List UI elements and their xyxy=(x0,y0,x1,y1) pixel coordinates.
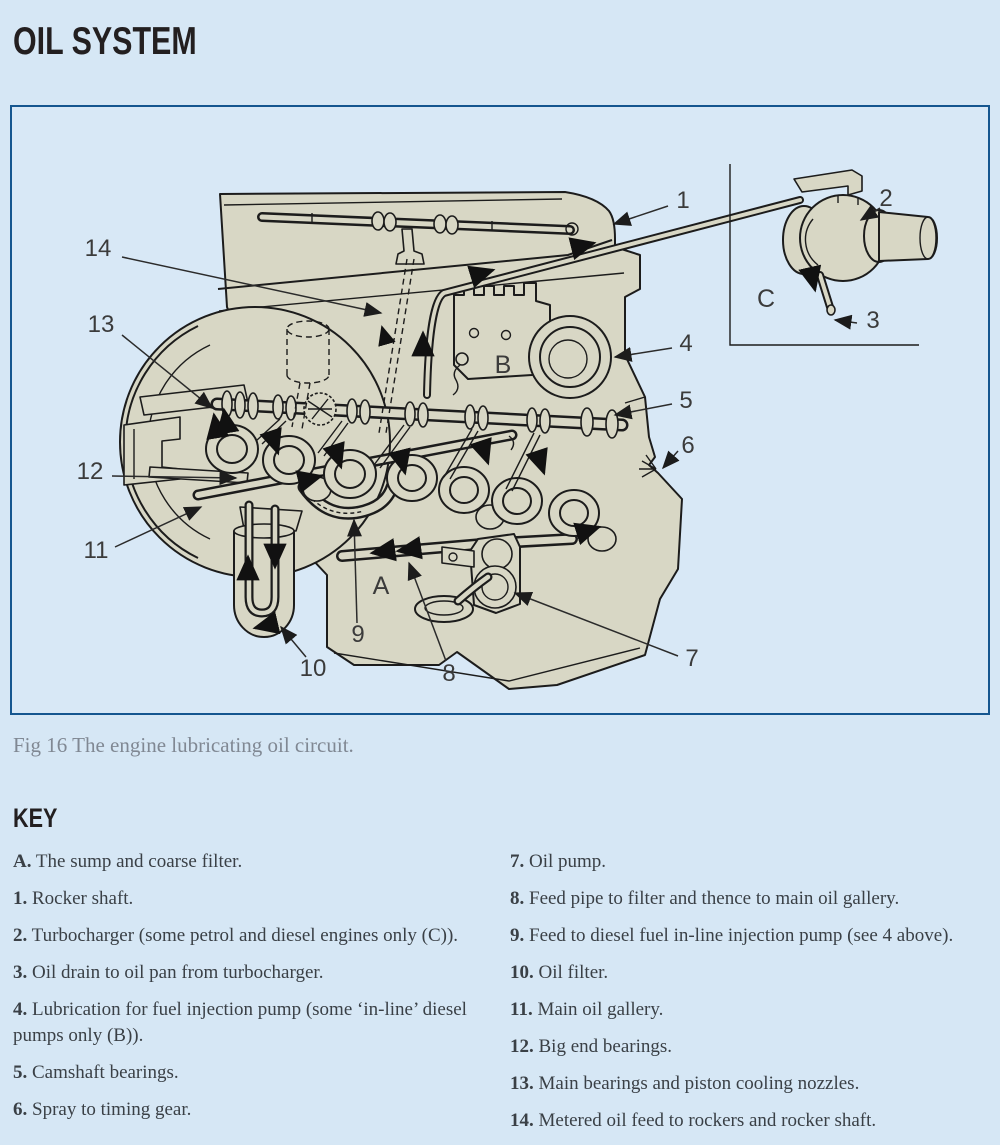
key-item: 11. Main oil gallery. xyxy=(510,997,988,1023)
key-item-num: 5. xyxy=(13,1062,28,1083)
engine-oil-circuit-illustration: 1 2 3 4 5 6 7 8 9 10 11 12 13 14 A B C xyxy=(77,164,938,690)
key-item: A. The sump and coarse filter. xyxy=(13,849,503,875)
key-item: 12. Big end bearings. xyxy=(510,1034,988,1060)
key-item: 6. Spray to timing gear. xyxy=(13,1097,503,1123)
key-item: 9. Feed to diesel fuel in-line injection… xyxy=(510,923,988,949)
label-A: A xyxy=(373,572,390,600)
oil-filter xyxy=(233,500,303,638)
key-item-text: The sump and coarse filter. xyxy=(35,851,243,872)
callout-10: 10 xyxy=(300,655,327,682)
piston-outline xyxy=(286,320,330,430)
key-item-text: Oil drain to oil pan from turbocharger. xyxy=(32,962,324,983)
key-item-num: 13. xyxy=(510,1073,534,1094)
key-item: 13. Main bearings and piston cooling noz… xyxy=(510,1071,988,1097)
key-item-num: 7. xyxy=(510,851,525,872)
key-item-text: Oil pump. xyxy=(529,851,607,872)
key-item: 8. Feed pipe to filter and thence to mai… xyxy=(510,886,988,912)
key-item-num: A. xyxy=(13,851,32,872)
key-item-num: 6. xyxy=(13,1099,28,1120)
turbocharger xyxy=(729,164,938,346)
key-item: 4. Lubrication for fuel injection pump (… xyxy=(13,997,503,1049)
callout-5: 5 xyxy=(679,387,692,414)
key-item-text: Big end bearings. xyxy=(538,1036,673,1057)
callout-12: 12 xyxy=(77,458,104,485)
camshaft xyxy=(210,390,629,439)
key-item: 14. Metered oil feed to rockers and rock… xyxy=(510,1108,988,1134)
key-item-num: 2. xyxy=(13,925,28,946)
key-item-text: Camshaft bearings. xyxy=(32,1062,179,1083)
key-item: 5. Camshaft bearings. xyxy=(13,1060,503,1086)
callout-11: 11 xyxy=(84,537,109,564)
callout-7: 7 xyxy=(685,645,698,672)
callout-9: 9 xyxy=(351,621,364,648)
key-item-num: 12. xyxy=(510,1036,534,1057)
callout-13: 13 xyxy=(88,311,115,338)
key-column-right: 7. Oil pump. 8. Feed pipe to filter and … xyxy=(510,849,988,1145)
key-heading: KEY xyxy=(13,803,58,833)
callout-lines xyxy=(111,204,881,662)
flow-arrows xyxy=(206,237,822,635)
callout-14: 14 xyxy=(85,235,112,262)
key-item-num: 10. xyxy=(510,962,534,983)
callout-1: 1 xyxy=(676,187,689,214)
oil-pump xyxy=(441,533,521,614)
callout-3: 3 xyxy=(866,307,879,334)
key-item-num: 9. xyxy=(510,925,525,946)
key-item: 2. Turbocharger (some petrol and diesel … xyxy=(13,923,503,949)
label-B: B xyxy=(495,351,512,379)
turbo-feed-pipe xyxy=(423,196,804,399)
callout-4: 4 xyxy=(679,330,692,357)
key-item: 7. Oil pump. xyxy=(510,849,988,875)
figure-caption: Fig 16 The engine lubricating oil circui… xyxy=(13,733,354,757)
key-item-num: 14. xyxy=(510,1110,534,1131)
inset-frame xyxy=(729,164,919,346)
key-item-text: Rocker shaft. xyxy=(32,888,134,909)
key-item-text: Main oil gallery. xyxy=(537,999,664,1020)
callout-2: 2 xyxy=(879,185,892,212)
key-item-text: Lubrication for fuel injection pump (som… xyxy=(13,999,467,1046)
key-item-text: Oil filter. xyxy=(538,962,609,983)
key-item-text: Spray to timing gear. xyxy=(32,1099,192,1120)
key-item-num: 3. xyxy=(13,962,28,983)
key-item: 3. Oil drain to oil pan from turbocharge… xyxy=(13,960,503,986)
key-item-text: Metered oil feed to rockers and rocker s… xyxy=(538,1110,877,1131)
key-item-text: Main bearings and piston cooling nozzles… xyxy=(538,1073,860,1094)
figure-frame: 1 2 3 4 5 6 7 8 9 10 11 12 13 14 A B C xyxy=(10,105,990,715)
key-item-num: 4. xyxy=(13,999,28,1020)
key-item-num: 8. xyxy=(510,888,525,909)
callout-labels: 1 2 3 4 5 6 7 8 9 10 11 12 13 14 A B C xyxy=(77,185,893,687)
key-column-left: A. The sump and coarse filter. 1. Rocker… xyxy=(13,849,503,1134)
key-item-text: Feed pipe to filter and thence to main o… xyxy=(529,888,900,909)
key-item: 1. Rocker shaft. xyxy=(13,886,503,912)
callout-8: 8 xyxy=(442,660,455,687)
label-C: C xyxy=(757,285,775,313)
key-item-text: Feed to diesel fuel in-line injection pu… xyxy=(529,925,954,946)
rocker-shaft xyxy=(257,211,579,265)
page-title: OIL SYSTEM xyxy=(13,20,197,63)
key-item: 10. Oil filter. xyxy=(510,960,988,986)
callout-6: 6 xyxy=(681,432,694,459)
key-item-num: 1. xyxy=(13,888,28,909)
key-item-num: 11. xyxy=(510,999,533,1020)
key-item-text: Turbocharger (some petrol and diesel eng… xyxy=(31,925,459,946)
fuel-injection-pump xyxy=(452,282,612,399)
